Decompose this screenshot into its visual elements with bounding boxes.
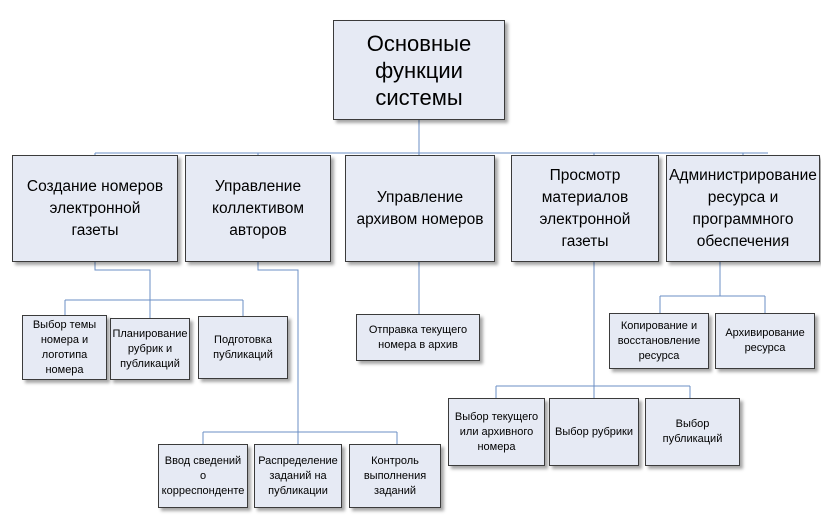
subfunction-node-archive-resource: Архивирование ресурса: [715, 313, 815, 369]
function-node-manage-authors: Управление коллективом авторов: [185, 155, 331, 262]
subfunction-node-plan-rubrics: Планирование рубрик и публикаций: [110, 318, 190, 380]
connector-root-bus: [95, 120, 768, 154]
subfunction-node-prepare-publications: Подготовка публикаций: [198, 316, 288, 379]
subfunction-node-choose-publications: Выбор публикаций: [645, 398, 740, 466]
function-node-administration: Администрирование ресурса и программного…: [666, 155, 820, 262]
subfunction-node-send-to-archive: Отправка текущего номера в архив: [356, 314, 480, 361]
subfunction-node-choose-rubric: Выбор рубрики: [549, 398, 639, 466]
connector-view: [495, 262, 691, 398]
subfunction-node-backup-restore: Копирование и восстановление ресурса: [609, 313, 709, 369]
subfunction-node-control-tasks: Контроль выполнения заданий: [349, 444, 441, 508]
subfunction-node-choose-issue: Выбор текущего или архивного номера: [448, 398, 545, 466]
function-node-create-issues: Создание номеров электронной газеты: [12, 155, 178, 262]
function-node-view-materials: Просмотр материалов электронной газеты: [511, 155, 659, 262]
subfunction-node-enter-correspondent: Ввод сведений о корреспонденте: [158, 444, 248, 508]
root-node-main-functions: Основные функции системы: [333, 20, 505, 120]
function-node-manage-archive: Управление архивом номеров: [345, 155, 495, 262]
connector-creation: [64, 262, 244, 318]
subfunction-node-choose-theme: Выбор темы номера и логотипа номера: [22, 315, 107, 380]
connector-admin: [659, 262, 766, 313]
connector-authors: [202, 262, 398, 444]
subfunction-node-distribute-tasks: Распределение заданий на публикации: [254, 444, 342, 508]
